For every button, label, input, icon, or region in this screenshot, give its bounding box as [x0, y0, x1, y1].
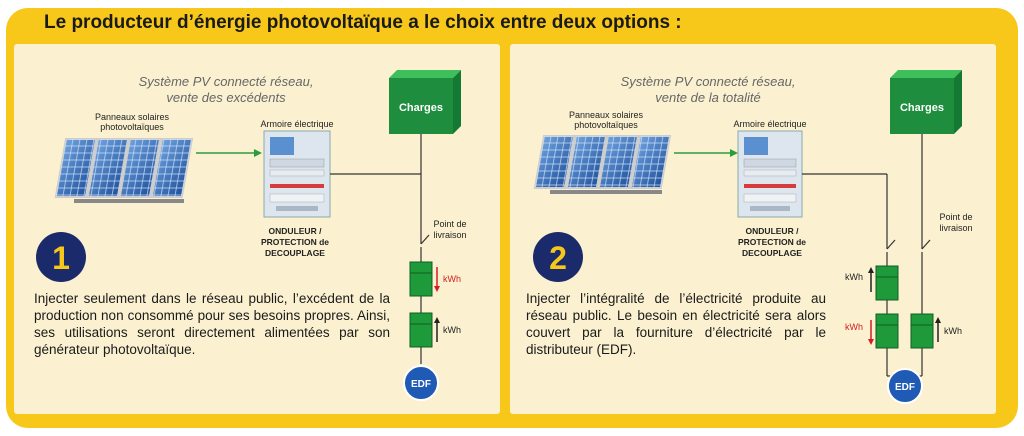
page-title: Le producteur d’énergie photovoltaïque a… [44, 12, 682, 33]
option-2-description: Injecter l’intégralité de l’électricité … [526, 291, 826, 357]
option-2-subtitle-line1: Système PV connecté réseau, [620, 74, 796, 89]
option-2-meter-production-2 [875, 313, 899, 349]
option-2-number-badge [533, 232, 583, 282]
option-2-delivery-label-2: livraison [939, 223, 972, 233]
electrical-cabinet-icon [263, 130, 331, 218]
option-1-description: Injecter seulement dans le réseau public… [34, 291, 390, 357]
option-2-panels-label-2: photovoltaïques [574, 120, 638, 130]
option-2-charges-label: Charges [900, 102, 944, 114]
option-2-inverter-label-3: DECOUPLAGE [742, 248, 802, 258]
option-1-delivery-label-2: livraison [433, 230, 466, 240]
option-1-charges-label: Charges [399, 102, 443, 114]
option-2-panel: Système PV connecté réseau, vente de la … [510, 44, 996, 414]
option-1-cabinet-label: Armoire électrique [260, 119, 333, 129]
charges-box [890, 70, 962, 134]
option-2-delivery-switch [921, 239, 931, 250]
edf-grid-icon [887, 368, 923, 404]
option-2-kwh-up: kWh [845, 272, 863, 282]
option-2-subtitle-line2: vente de la totalité [655, 90, 761, 105]
option-2-number: 2 [549, 240, 567, 276]
option-1-panel: Système PV connecté réseau, vente des ex… [14, 44, 500, 414]
option-1-panels-label-1: Panneaux solaires [95, 112, 170, 122]
option-2-panels-label-1: Panneaux solaires [569, 110, 644, 120]
electrical-cabinet-icon [737, 130, 803, 218]
option-2-subtitle: Système PV connecté réseau, vente de la … [598, 74, 818, 106]
option-2-inverter-label-2: PROTECTION de [738, 237, 806, 247]
option-1-subtitle: Système PV connecté réseau, vente des ex… [116, 74, 336, 106]
option-1-inverter-label-2: PROTECTION de [261, 237, 329, 247]
option-1-panels-label-2: photovoltaïques [100, 122, 164, 132]
option-1-meter-in [409, 312, 433, 348]
edf-grid-icon [403, 365, 439, 401]
charges-box [389, 70, 461, 134]
option-1-subtitle-line2: vente des excédents [166, 90, 286, 105]
option-2-production-switch [886, 239, 896, 250]
option-2-diagram: Panneaux solaires photovoltaïques Armoir… [533, 70, 973, 404]
option-2-feed-arrow-head [730, 149, 738, 157]
option-1-subtitle-line1: Système PV connecté réseau, [138, 74, 314, 89]
option-2-inverter-label-1: ONDULEUR / [746, 226, 800, 236]
option-2-kwh-red: kWh [845, 322, 863, 332]
option-2-edf-label: EDF [895, 382, 915, 393]
option-1-number: 1 [52, 240, 70, 276]
option-2-meter-consumption [910, 313, 934, 349]
option-1-diagram: Panneaux solaires photovoltaïques Armoir… [36, 70, 467, 401]
option-1-kwh-in: kWh [443, 325, 461, 335]
option-2-delivery-label-1: Point de [939, 212, 972, 222]
option-1-feed-arrow-head [254, 149, 262, 157]
option-1-meter-out [409, 261, 433, 297]
option-1-number-badge [36, 232, 86, 282]
option-1-kwh-out: kWh [443, 274, 461, 284]
option-2-kwh-right: kWh [944, 326, 962, 336]
option-2-cabinet-label: Armoire électrique [733, 119, 806, 129]
option-1-inverter-label-1: ONDULEUR / [269, 226, 323, 236]
option-2-meter-production-1 [875, 265, 899, 301]
option-1-delivery-label-1: Point de [433, 219, 466, 229]
option-1-edf-label: EDF [411, 379, 431, 390]
solar-panels-icon [533, 135, 672, 194]
solar-panels-icon [54, 138, 194, 203]
option-1-inverter-label-3: DECOUPLAGE [265, 248, 325, 258]
option-1-delivery-switch [420, 234, 430, 245]
